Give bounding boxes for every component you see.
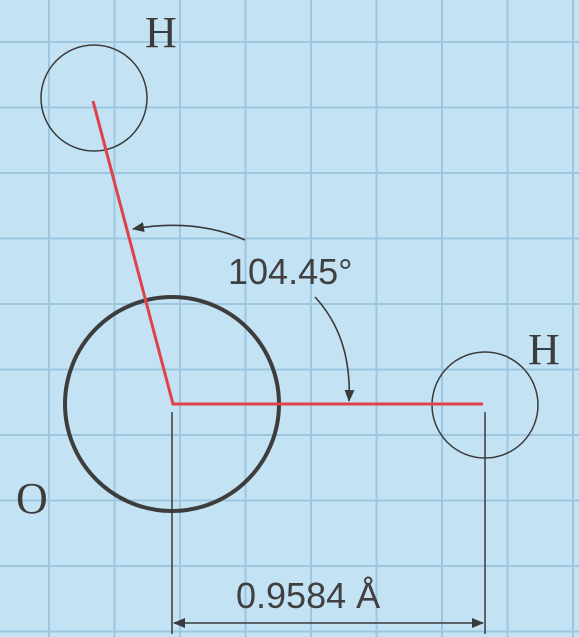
oh-bonds [91, 100, 483, 406]
hydrogen-right-label: H [528, 325, 560, 374]
bond-angle-label: 104.45° [228, 251, 353, 292]
angle-arrow-left [132, 222, 246, 241]
bond-length-label: 0.9584 Å [236, 575, 380, 616]
hydrogen-top-circle [40, 44, 148, 152]
hydrogen-top-label: H [145, 8, 177, 57]
angle-arrow-right [314, 296, 355, 402]
oxygen-label: O [16, 474, 48, 523]
